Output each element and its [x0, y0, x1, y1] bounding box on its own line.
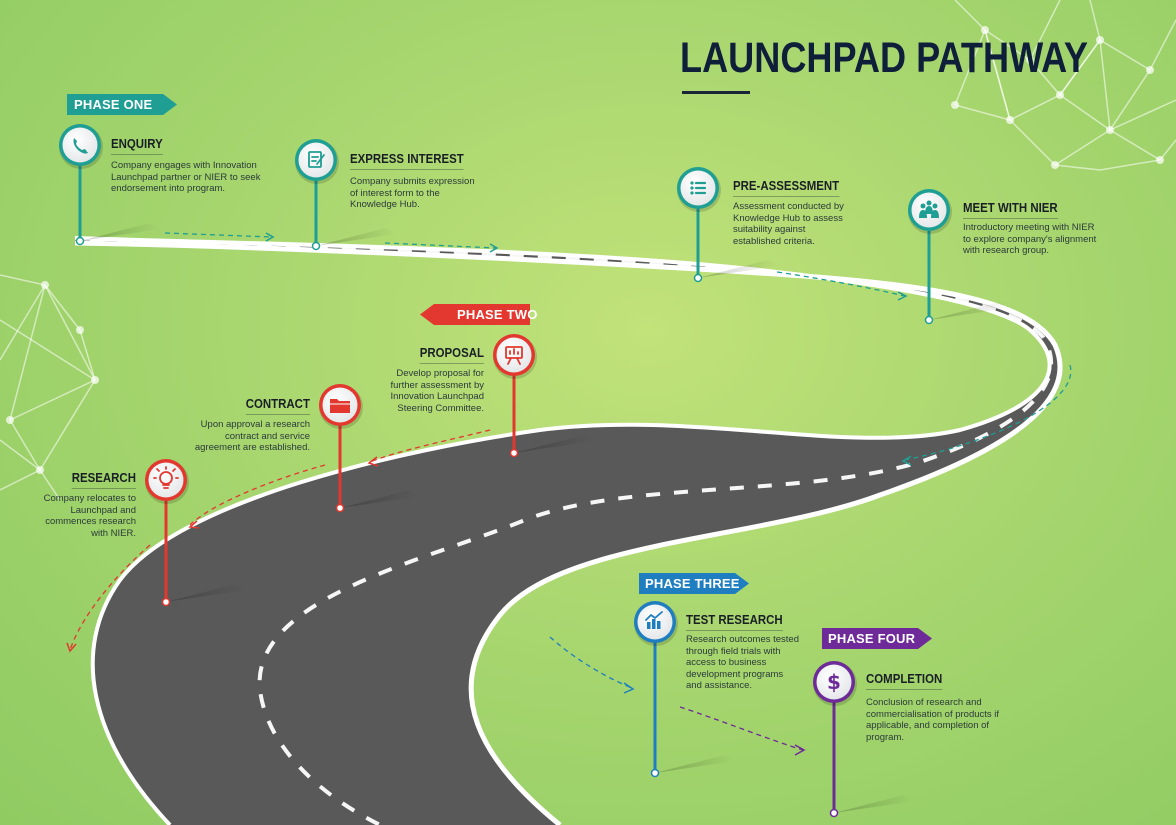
- phase-three-arrow-shape: [639, 573, 749, 594]
- test-research-title: TEST RESEARCH: [686, 612, 783, 631]
- phone-icon: [73, 138, 88, 154]
- phase-four-tag: PHASE FOUR: [822, 628, 932, 649]
- completion-pin: $: [813, 661, 914, 818]
- enquiry-description: Company engages with Innovation Launchpa…: [111, 160, 261, 195]
- step-pins: $: [59, 124, 1009, 818]
- proposal-description: Develop proposal for further assessment …: [390, 368, 485, 414]
- proposal-pin: [493, 334, 594, 458]
- pre-assessment-description: Assessment conducted by Knowledge Hub to…: [733, 201, 844, 247]
- lightbulb-icon: [153, 466, 179, 489]
- completion-title: COMPLETION: [866, 671, 943, 690]
- completion-description: Conclusion of research and commercialisa…: [866, 697, 1000, 743]
- meeting-icon: [919, 200, 939, 218]
- presentation-icon: [505, 346, 523, 365]
- research-title: RESEARCH: [71, 470, 136, 489]
- phase-two-tag: PHASE TWO: [420, 304, 537, 325]
- test-research-description: Research outcomes tested through field t…: [686, 634, 800, 692]
- phase-one-tag: PHASE ONE: [67, 94, 177, 115]
- pre-assessment-pin: [677, 167, 778, 283]
- meet-with-nier-title: MEET WITH NIER: [963, 200, 1058, 219]
- bar-chart-icon: [645, 611, 663, 629]
- phase-four-label: PHASE FOUR: [828, 631, 916, 646]
- research-pin: [145, 459, 246, 607]
- page-title: LAUNCHPAD PATHWAY: [680, 34, 1089, 82]
- meet-with-nier-description: Introductory meeting with NIER to explor…: [963, 222, 1097, 257]
- direction-arrowheads: [66, 232, 912, 756]
- meet-with-nier-pin: [908, 189, 1009, 325]
- research-description: Company relocates to Launchpad and comme…: [43, 493, 136, 539]
- proposal-title: PROPOSAL: [419, 345, 484, 364]
- phase-two-arrow-shape: [420, 304, 530, 325]
- contract-description: Upon approval a research contract and se…: [194, 419, 310, 454]
- checklist-icon: [690, 181, 707, 195]
- express-interest-pin: [295, 139, 396, 251]
- road: [74, 236, 1063, 825]
- form-edit-icon: [308, 151, 325, 168]
- phase-three-tag: PHASE THREE: [639, 573, 749, 594]
- test-research-pin: [634, 601, 735, 778]
- pre-assessment-title: PRE-ASSESSMENT: [733, 178, 840, 197]
- phase-four-arrow-shape: [822, 628, 932, 649]
- folder-icon: [330, 399, 350, 413]
- network-pattern-top-right-nodes: [951, 26, 1164, 169]
- phase-two-label: PHASE TWO: [457, 307, 538, 322]
- phase-three-label: PHASE THREE: [645, 576, 740, 591]
- contract-title: CONTRACT: [245, 396, 310, 415]
- express-interest-title: EXPRESS INTEREST: [350, 151, 464, 170]
- dollar-icon: $: [827, 670, 841, 694]
- phase-one-arrow-shape: [67, 94, 177, 115]
- enquiry-title: ENQUIRY: [111, 136, 163, 155]
- express-interest-description: Company submits expression of interest f…: [350, 176, 475, 211]
- phase-one-label: PHASE ONE: [74, 97, 153, 112]
- network-pattern-top-right: [954, 0, 1176, 171]
- svg-text:$: $: [827, 670, 841, 694]
- direction-arrows: [69, 232, 1072, 751]
- network-pattern-left-nodes: [6, 281, 99, 474]
- contract-pin: [319, 384, 420, 513]
- title-underline: [682, 91, 750, 94]
- enquiry-pin: [59, 124, 160, 246]
